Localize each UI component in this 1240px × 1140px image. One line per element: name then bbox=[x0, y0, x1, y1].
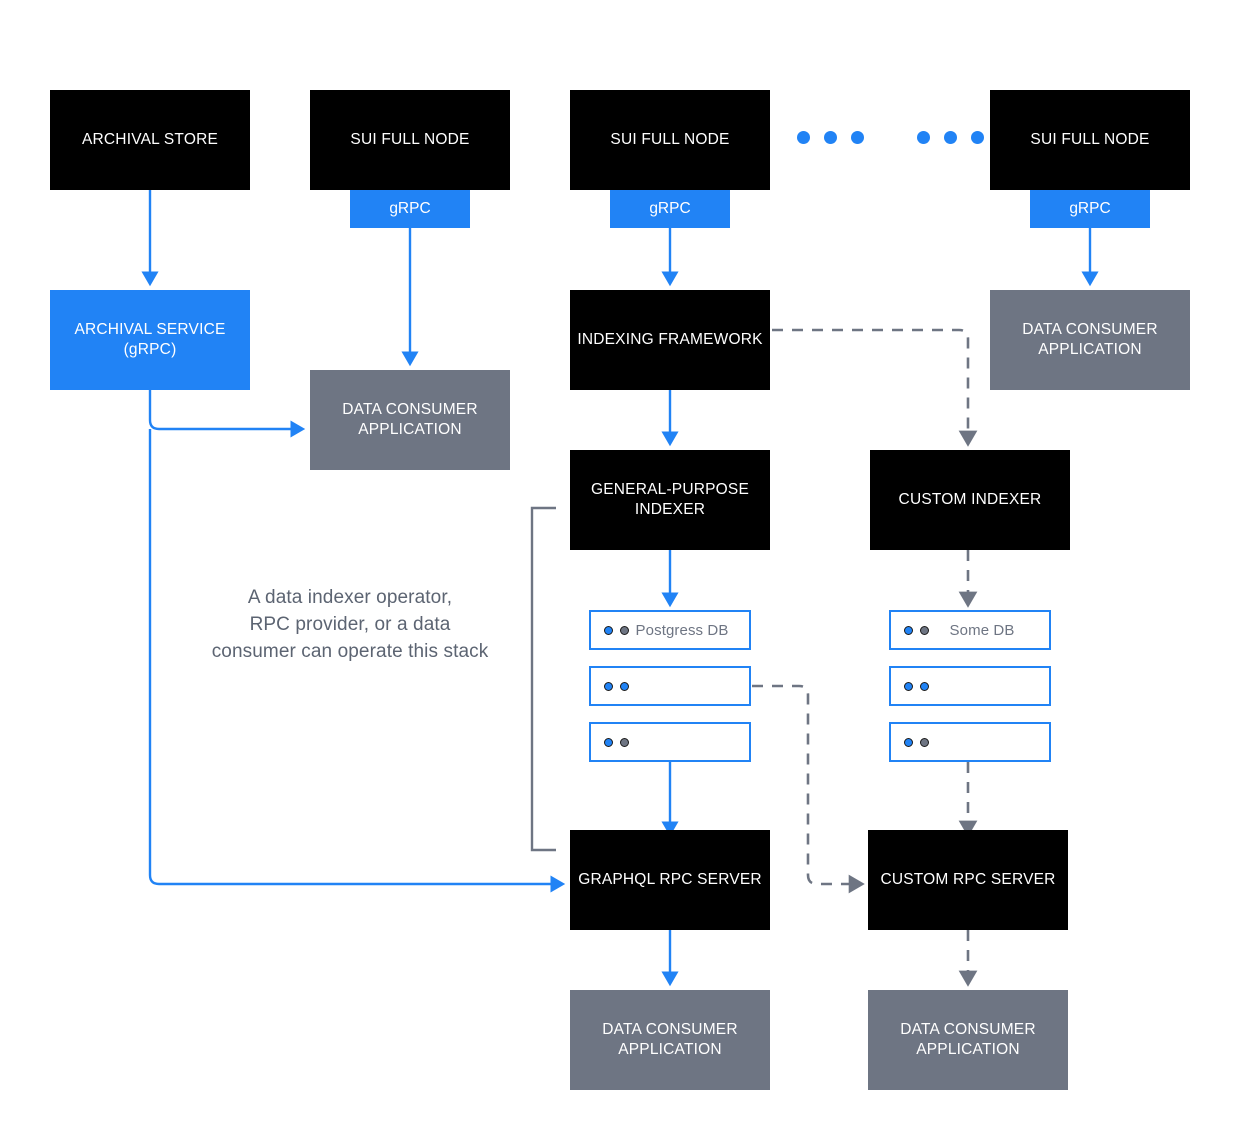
node-archival-service-label-line2: (gRPC) bbox=[123, 341, 177, 358]
node-data-consumer-application-left[interactable]: DATA CONSUMER APPLICATION bbox=[310, 370, 510, 470]
db-dot-primary-icon bbox=[604, 625, 613, 635]
db-dot-primary-icon bbox=[904, 737, 913, 747]
node-graphql-rpc-server[interactable]: GRAPHQL RPC SERVER bbox=[570, 830, 770, 930]
node-indexing-framework-label: INDEXING FRAMEWORK bbox=[577, 331, 763, 349]
node-sui-full-node-2-label: SUI FULL NODE bbox=[610, 131, 730, 149]
db-dot-primary-icon bbox=[904, 625, 913, 635]
annotation-line-3: consumer can operate this stack bbox=[211, 640, 489, 662]
db-dot-primary-icon bbox=[604, 681, 613, 691]
node-custom-rpc-server[interactable]: CUSTOM RPC SERVER bbox=[868, 830, 1068, 930]
db-box-right-2[interactable] bbox=[889, 666, 1051, 706]
node-data-consumer-application-bottom-right[interactable]: DATA CONSUMER APPLICATION bbox=[868, 990, 1068, 1090]
data-consumer-bottom-left-line1: DATA CONSUMER bbox=[602, 1021, 738, 1039]
badge-grpc-3[interactable]: gRPC bbox=[1030, 190, 1150, 228]
data-consumer-bottom-right-line1: DATA CONSUMER bbox=[900, 1021, 1036, 1039]
data-consumer-bottom-right-line2: APPLICATION bbox=[916, 1041, 1020, 1058]
node-sui-full-node-3[interactable]: SUI FULL NODE bbox=[990, 90, 1190, 190]
db-dot-secondary-icon bbox=[620, 681, 629, 691]
db-box-left-2[interactable] bbox=[589, 666, 751, 706]
db-status-dots bbox=[904, 737, 929, 747]
db-status-dots bbox=[604, 681, 629, 691]
db-dot-secondary-icon bbox=[920, 681, 929, 691]
db-status-dots bbox=[904, 681, 929, 691]
gp-indexer-line2: INDEXER bbox=[634, 501, 706, 518]
operator-stack-bracket bbox=[530, 506, 556, 852]
node-sui-full-node-2[interactable]: SUI FULL NODE bbox=[570, 90, 770, 190]
ellipsis-dot bbox=[917, 131, 930, 144]
db-dot-secondary-icon bbox=[620, 737, 629, 747]
node-indexing-framework[interactable]: INDEXING FRAMEWORK bbox=[570, 290, 770, 390]
db-box-some-db-label: Some DB bbox=[949, 621, 1015, 639]
db-box-right-3[interactable] bbox=[889, 722, 1051, 762]
node-sui-full-node-3-label: SUI FULL NODE bbox=[1030, 131, 1150, 149]
node-graphql-rpc-server-label: GRAPHQL RPC SERVER bbox=[578, 871, 762, 889]
gp-indexer-line1: GENERAL-PURPOSE bbox=[590, 481, 750, 499]
db-status-dots bbox=[604, 625, 629, 635]
ellipsis-dot bbox=[797, 131, 810, 144]
node-data-consumer-application-bottom-left[interactable]: DATA CONSUMER APPLICATION bbox=[570, 990, 770, 1090]
badge-grpc-1-label: gRPC bbox=[389, 200, 431, 217]
data-consumer-right-line1: DATA CONSUMER bbox=[1022, 321, 1158, 339]
db-box-left-3[interactable] bbox=[589, 722, 751, 762]
db-box-postgress-label: Postgress DB bbox=[635, 621, 729, 639]
db-dot-primary-icon bbox=[904, 681, 913, 691]
ellipsis-group-2 bbox=[917, 131, 984, 144]
badge-grpc-3-label: gRPC bbox=[1069, 200, 1111, 217]
edge-indexing-framework-to-custom-indexer bbox=[772, 328, 978, 447]
ellipsis-dot bbox=[851, 131, 864, 144]
db-dot-secondary-icon bbox=[620, 625, 629, 635]
ellipsis-dot bbox=[944, 131, 957, 144]
db-dot-secondary-icon bbox=[920, 737, 929, 747]
db-dot-primary-icon bbox=[604, 737, 613, 747]
node-archival-service[interactable]: ARCHIVAL SERVICE (gRPC) bbox=[50, 290, 250, 390]
node-archival-store[interactable]: ARCHIVAL STORE bbox=[50, 90, 250, 190]
db-dot-secondary-icon bbox=[920, 625, 929, 635]
db-status-dots bbox=[604, 737, 629, 747]
ellipsis-dot bbox=[971, 131, 984, 144]
node-sui-full-node-1[interactable]: SUI FULL NODE bbox=[310, 90, 510, 190]
data-consumer-right-line2: APPLICATION bbox=[1038, 341, 1142, 358]
db-box-some-db[interactable]: Some DB bbox=[889, 610, 1051, 650]
db-status-dots bbox=[904, 625, 929, 635]
node-custom-indexer-label: CUSTOM INDEXER bbox=[898, 491, 1042, 509]
ellipsis-group-1 bbox=[797, 131, 864, 144]
data-consumer-left-line2: APPLICATION bbox=[358, 421, 462, 438]
annotation-line-2: RPC provider, or a data bbox=[249, 613, 451, 635]
node-data-consumer-application-right[interactable]: DATA CONSUMER APPLICATION bbox=[990, 290, 1190, 390]
node-archival-service-label-line1: ARCHIVAL SERVICE bbox=[74, 321, 226, 339]
annotation-line-1: A data indexer operator, bbox=[247, 587, 453, 608]
data-consumer-left-line1: DATA CONSUMER bbox=[342, 401, 478, 419]
db-box-postgress[interactable]: Postgress DB bbox=[589, 610, 751, 650]
badge-grpc-2[interactable]: gRPC bbox=[610, 190, 730, 228]
node-custom-indexer[interactable]: CUSTOM INDEXER bbox=[870, 450, 1070, 550]
node-archival-store-label: ARCHIVAL STORE bbox=[81, 131, 219, 149]
operator-stack-annotation: A data indexer operator, RPC provider, o… bbox=[180, 585, 520, 666]
ellipsis-dot bbox=[824, 131, 837, 144]
node-general-purpose-indexer[interactable]: GENERAL-PURPOSE INDEXER bbox=[570, 450, 770, 550]
edge-archival-service-to-data-consumer bbox=[148, 390, 306, 438]
badge-grpc-1[interactable]: gRPC bbox=[350, 190, 470, 228]
badge-grpc-2-label: gRPC bbox=[649, 200, 691, 217]
data-consumer-bottom-left-line2: APPLICATION bbox=[618, 1041, 722, 1058]
node-sui-full-node-1-label: SUI FULL NODE bbox=[350, 131, 470, 149]
node-custom-rpc-server-label: CUSTOM RPC SERVER bbox=[880, 871, 1056, 889]
